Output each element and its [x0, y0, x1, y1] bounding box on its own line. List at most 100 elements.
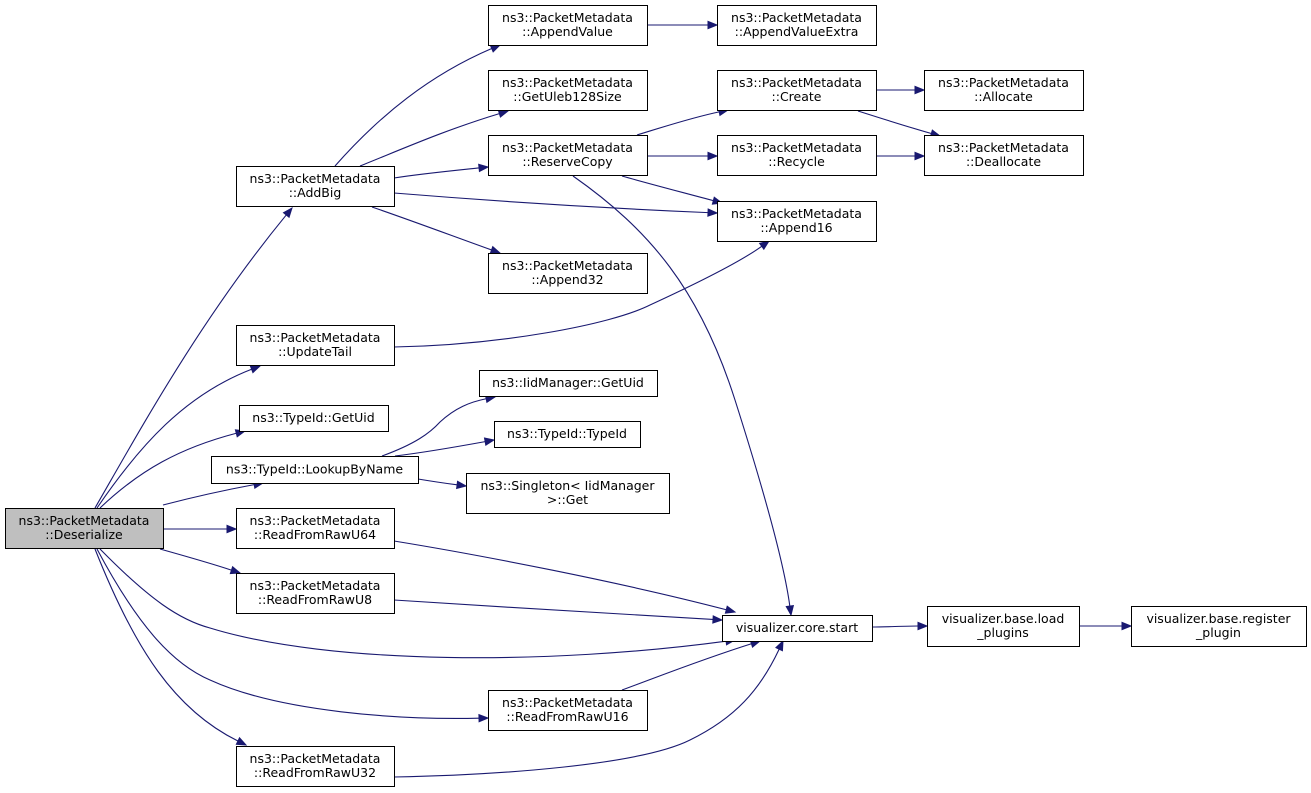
node-label-line: visualizer.base.register: [1146, 611, 1291, 626]
node-label-line: ::Recycle: [768, 154, 825, 169]
edge-create-to-deallocate: [857, 110, 942, 138]
edge-lookupbyname-to-typeid_ctor: [394, 437, 496, 457]
edge-addbig-to-reservecopy: [393, 163, 490, 179]
node-label-line: _plugins: [976, 625, 1028, 640]
node-label-line: ns3::PacketMetadata: [502, 75, 633, 90]
edge-addbig-to-append32: [371, 206, 502, 254]
node-updatetail[interactable]: ns3::PacketMetadata::UpdateTail: [236, 325, 395, 366]
edge-reservecopy-to-recycle: [646, 151, 719, 161]
edge-deserialize-to-lookupbyname: [162, 480, 265, 506]
edge-readu64-to-vstart: [393, 540, 737, 614]
node-label-line: ns3::PacketMetadata: [19, 513, 150, 528]
node-lookupbyname[interactable]: ns3::TypeId::LookupByName: [211, 456, 419, 484]
node-readu64[interactable]: ns3::PacketMetadata::ReadFromRawU64: [236, 508, 395, 549]
node-label-line: ns3::PacketMetadata: [250, 578, 381, 593]
node-box: [488, 135, 648, 176]
node-append32[interactable]: ns3::PacketMetadata::Append32: [488, 253, 648, 294]
node-typeid_getuid[interactable]: ns3::TypeId::GetUid: [239, 405, 389, 432]
node-label-line: ::ReadFromRawU32: [254, 765, 376, 780]
node-label-line: ns3::PacketMetadata: [731, 10, 862, 25]
edge-readu32-to-vstart: [393, 639, 784, 778]
node-box: [488, 70, 648, 111]
node-append16[interactable]: ns3::PacketMetadata::Append16: [717, 201, 877, 242]
node-label-line: ::ReserveCopy: [522, 154, 613, 169]
node-box: [488, 253, 648, 294]
node-label-line: ns3::TypeId::TypeId: [507, 426, 627, 441]
edge-readu8-to-vstart: [393, 599, 724, 624]
node-box: [924, 70, 1084, 111]
node-deserialize: ns3::PacketMetadata::Deserialize: [5, 508, 164, 549]
edge-deserialize-to-readu64: [163, 524, 238, 534]
node-reservecopy[interactable]: ns3::PacketMetadata::ReserveCopy: [488, 135, 648, 176]
node-box: [236, 508, 395, 549]
node-label-line: ns3::PacketMetadata: [731, 140, 862, 155]
node-box: [211, 456, 419, 484]
node-label-line: ::Create: [772, 89, 822, 104]
node-label-line: ::Append32: [531, 272, 603, 287]
node-appendvalue[interactable]: ns3::PacketMetadata::AppendValue: [488, 5, 648, 46]
node-box: [717, 201, 877, 242]
node-label-line: >::Get: [547, 492, 588, 507]
node-vstart[interactable]: visualizer.core.start: [722, 615, 873, 642]
edge-loadplugins-to-registerplugin: [1079, 621, 1133, 631]
node-label-line: ns3::PacketMetadata: [502, 695, 633, 710]
node-singleton_get[interactable]: ns3::Singleton< IidManager>::Get: [466, 473, 670, 514]
node-recycle[interactable]: ns3::PacketMetadata::Recycle: [717, 135, 877, 176]
nodes-layer: ns3::PacketMetadata::Deserializens3::Pac…: [5, 5, 1307, 787]
edge-reservecopy-to-vstart: [572, 175, 795, 617]
node-addbig[interactable]: ns3::PacketMetadata::AddBig: [236, 166, 395, 207]
node-label-line: ::Deserialize: [45, 527, 123, 542]
node-readu32[interactable]: ns3::PacketMetadata::ReadFromRawU32: [236, 746, 395, 787]
node-label-line: ::Deallocate: [966, 154, 1041, 169]
edge-reservecopy-to-create: [636, 107, 730, 136]
edge-deserialize-to-vstart: [99, 548, 737, 659]
node-registerplugin[interactable]: visualizer.base.register_plugin: [1131, 606, 1307, 647]
node-box: [5, 508, 164, 549]
edge-reservecopy-to-append16: [621, 175, 724, 205]
edge-deserialize-to-readu8: [159, 548, 242, 575]
node-allocate[interactable]: ns3::PacketMetadata::Allocate: [924, 70, 1084, 111]
edge-recycle-to-deallocate: [875, 151, 926, 161]
node-readu8[interactable]: ns3::PacketMetadata::ReadFromRawU8: [236, 573, 395, 614]
node-box: [236, 573, 395, 614]
node-create[interactable]: ns3::PacketMetadata::Create: [717, 70, 877, 111]
edge-updatetail-to-append16: [393, 240, 771, 348]
node-label-line: ns3::PacketMetadata: [731, 75, 862, 90]
node-loadplugins[interactable]: visualizer.base.load_plugins: [927, 606, 1080, 647]
node-box: [717, 5, 877, 46]
node-label-line: ns3::PacketMetadata: [250, 330, 381, 345]
node-label-line: ns3::PacketMetadata: [731, 206, 862, 221]
node-box: [1131, 606, 1307, 647]
node-appendvalueextra[interactable]: ns3::PacketMetadata::AppendValueExtra: [717, 5, 877, 46]
edge-deserialize-to-addbig: [94, 206, 293, 509]
node-label-line: ns3::Singleton< IidManager: [480, 478, 655, 493]
node-label-line: ::ReadFromRawU64: [254, 527, 376, 542]
node-box: [717, 70, 877, 111]
node-label-line: ns3::PacketMetadata: [938, 75, 1069, 90]
node-box: [479, 370, 658, 397]
node-readu16[interactable]: ns3::PacketMetadata::ReadFromRawU16: [488, 690, 648, 731]
node-deallocate[interactable]: ns3::PacketMetadata::Deallocate: [924, 135, 1084, 176]
edges-layer: [94, 20, 1133, 778]
node-getuleb[interactable]: ns3::PacketMetadata::GetUleb128Size: [488, 70, 648, 111]
node-iid_getuid[interactable]: ns3::IidManager::GetUid: [479, 370, 658, 397]
node-label-line: _plugin: [1195, 625, 1241, 640]
node-label-line: ns3::PacketMetadata: [250, 513, 381, 528]
node-typeid_ctor[interactable]: ns3::TypeId::TypeId: [494, 421, 641, 448]
node-box: [236, 325, 395, 366]
node-label-line: ::GetUleb128Size: [513, 89, 622, 104]
node-label-line: ::ReadFromRawU16: [506, 709, 628, 724]
node-label-line: ::Append16: [760, 220, 832, 235]
node-label-line: ::ReadFromRawU8: [258, 592, 372, 607]
node-box: [722, 615, 873, 642]
edge-create-to-allocate: [876, 85, 926, 95]
edge-addbig-to-appendvalue: [334, 44, 502, 167]
node-label-line: ::AddBig: [289, 185, 342, 200]
edge-deserialize-to-readu16: [96, 548, 490, 723]
node-label-line: ::Allocate: [974, 89, 1033, 104]
node-label-line: ns3::TypeId::LookupByName: [226, 462, 403, 477]
node-box: [488, 5, 648, 46]
node-label-line: ns3::PacketMetadata: [502, 140, 633, 155]
node-box: [717, 135, 877, 176]
